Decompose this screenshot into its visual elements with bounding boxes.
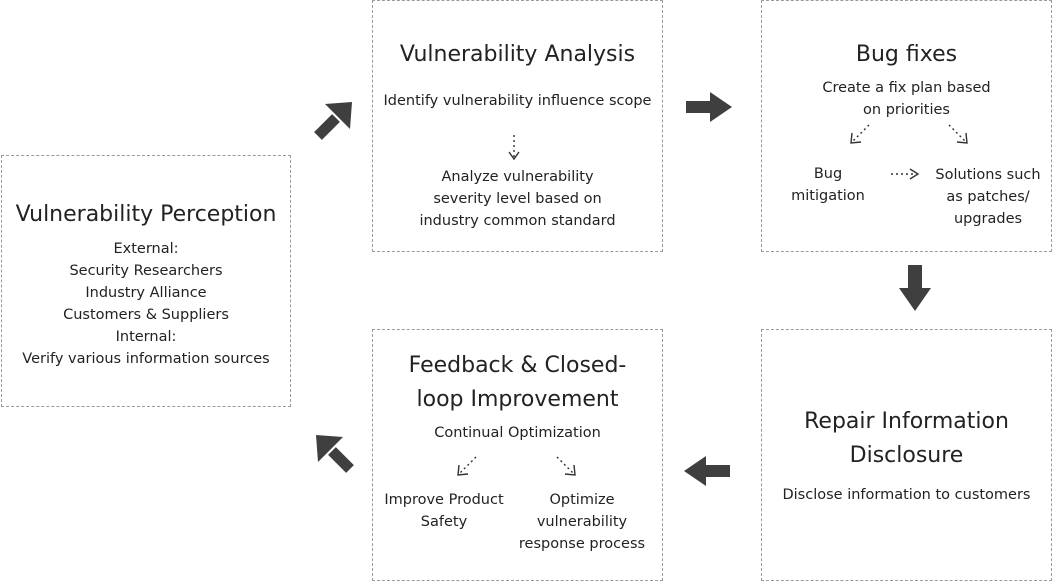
dotted-arrow-down-left-icon [850,124,870,144]
analysis-step2-line: Analyze vulnerability [441,169,594,185]
analysis-step2-line: severity level based on [433,191,602,207]
bugfix-plan-line: Create a fix plan based [822,80,991,96]
perception-int-item: Verify various information sources [22,351,270,367]
bugfix-solutions-line: as patches/ [946,189,1030,205]
feedback-subtitle: Continual Optimization [434,425,601,441]
arrow-left-icon [684,456,730,486]
dotted-arrow-right-icon [891,168,920,180]
feedback-right-line: Optimize [549,492,615,508]
feedback-right-line: vulnerability [536,514,628,530]
perception-box: Vulnerability Perception External: Secur… [1,155,291,407]
dotted-arrow-down-right-icon [948,124,968,144]
perception-external-label: External: [113,241,179,257]
bugfix-solutions-line: upgrades [953,211,1023,227]
analysis-title: Vulnerability Analysis [399,42,636,67]
disclosure-text: Disclose information to customers [782,487,1031,503]
bugfix-solutions-line: Solutions such [935,167,1041,183]
bugfix-box: Bug fixes Create a fix plan based on pri… [761,0,1052,252]
arrow-down-icon [899,265,931,311]
analysis-step1: Identify vulnerability influence scope [383,93,652,109]
bugfix-mitigation-line: mitigation [791,188,865,204]
perception-ext-item: Industry Alliance [85,285,207,301]
perception-title: Vulnerability Perception [15,202,277,227]
feedback-right-line: response process [518,536,646,552]
dotted-arrow-down-right-icon [556,456,576,476]
perception-ext-item: Security Researchers [69,263,223,279]
feedback-box: Feedback & Closed- loop Improvement Cont… [372,329,663,581]
bugfix-plan-line: on priorities [863,102,950,118]
analysis-step2-line: industry common standard [419,213,616,229]
dotted-arrow-down-icon [508,135,520,161]
disclosure-box: Repair Information Disclosure Disclose i… [761,329,1052,581]
disclosure-title-line: Disclosure [849,443,964,468]
arrow-up-right-icon [314,102,352,140]
arrow-up-left-icon [316,435,354,473]
dotted-arrow-down-left-icon [457,456,477,476]
arrow-right-icon [686,92,732,122]
bugfix-title: Bug fixes [855,42,958,67]
feedback-left-line: Improve Product [384,492,504,508]
analysis-box: Vulnerability Analysis Identify vulnerab… [372,0,663,252]
disclosure-title-line: Repair Information [804,409,1009,434]
feedback-left-line: Safety [420,514,468,530]
bugfix-mitigation-line: Bug [813,166,843,182]
feedback-title-line: Feedback & Closed- [408,353,627,378]
perception-internal-label: Internal: [115,329,177,345]
perception-ext-item: Customers & Suppliers [63,307,229,323]
feedback-title-line: loop Improvement [416,387,619,412]
